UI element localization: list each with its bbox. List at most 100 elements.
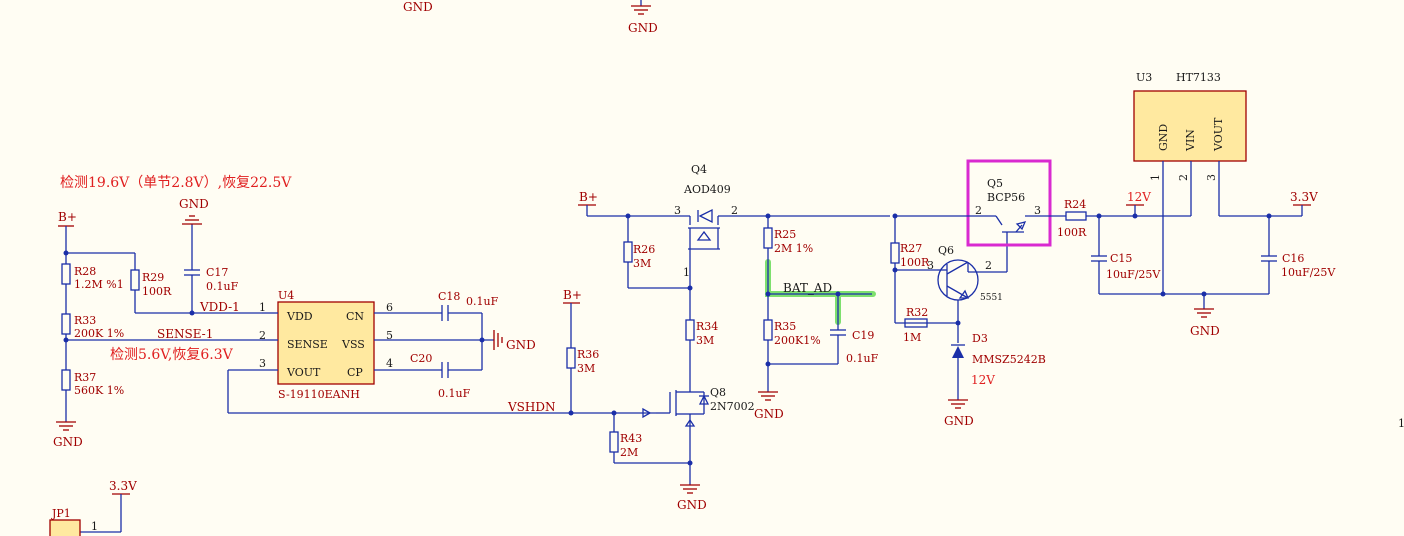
svg-text:0.1uF: 0.1uF <box>438 387 471 400</box>
nmos-q8[interactable]: Q8 2N7002 <box>642 386 755 427</box>
svg-text:SENSE: SENSE <box>287 338 328 351</box>
svg-text:3: 3 <box>674 204 681 217</box>
bplus-q4-port[interactable]: B+ <box>578 190 598 216</box>
svg-text:R43: R43 <box>620 432 642 445</box>
capacitor-c20[interactable]: C20 0.1uF <box>410 352 471 400</box>
v33-top-port[interactable]: 3.3V <box>1290 190 1318 216</box>
annotation-detect-bottom: 检测5.6V,恢复6.3V <box>110 346 234 363</box>
gnd-symbol-d3: GND <box>944 399 974 428</box>
svg-text:D3: D3 <box>972 332 988 345</box>
svg-text:VIN: VIN <box>1184 129 1197 152</box>
gnd-symbol-u3: GND <box>1190 308 1220 338</box>
resistor-r26[interactable]: R26 3M <box>623 241 655 270</box>
svg-text:10uF/25V: 10uF/25V <box>1106 268 1161 281</box>
svg-text:3.3V: 3.3V <box>1290 190 1318 204</box>
svg-text:HT7133: HT7133 <box>1176 71 1221 84</box>
capacitor-c15[interactable]: C15 10uF/25V <box>1091 252 1161 281</box>
ic-u3[interactable]: U3 HT7133 GND VIN VOUT 1 2 3 <box>1133 71 1247 181</box>
resistor-r27[interactable]: R27 100R <box>890 242 930 269</box>
svg-text:0.1uF: 0.1uF <box>466 295 499 308</box>
bplus-r36-port[interactable]: B+ <box>563 288 582 348</box>
svg-text:1: 1 <box>259 301 266 314</box>
svg-text:200K1%: 200K1% <box>774 334 821 347</box>
resistor-r36[interactable]: R36 3M <box>566 347 599 375</box>
svg-text:BCP56: BCP56 <box>987 191 1025 204</box>
svg-text:100R: 100R <box>142 285 172 298</box>
svg-text:GND: GND <box>179 197 209 211</box>
edge-marker: 1 <box>1398 417 1404 430</box>
net-label-vshdn: VSHDN <box>507 400 555 414</box>
svg-text:200K 1%: 200K 1% <box>74 327 124 340</box>
svg-text:2: 2 <box>975 204 982 217</box>
svg-text:3M: 3M <box>633 257 651 270</box>
svg-text:C18: C18 <box>438 290 460 303</box>
resistor-r37[interactable]: R37 560K 1% <box>61 369 124 397</box>
svg-text:R26: R26 <box>633 243 655 256</box>
npn-q5[interactable]: Q5 BCP56 2 3 <box>975 177 1041 242</box>
svg-text:5551: 5551 <box>980 293 1003 303</box>
resistor-r32[interactable]: R32 1M <box>903 306 928 344</box>
zener-d3[interactable]: D3 MMSZ5242B <box>951 332 1046 366</box>
resistor-r35[interactable]: R35 200K1% <box>763 319 821 347</box>
svg-text:3M: 3M <box>696 334 714 347</box>
svg-text:1: 1 <box>91 520 98 533</box>
svg-text:1.2M %1: 1.2M %1 <box>74 278 124 291</box>
svg-text:2: 2 <box>1177 174 1190 181</box>
svg-text:U3: U3 <box>1136 71 1152 84</box>
capacitor-c16[interactable]: C16 10uF/25V <box>1261 252 1336 279</box>
svg-text:Q4: Q4 <box>691 163 707 176</box>
pmos-q4[interactable]: Q4 AOD409 3 2 1 <box>674 163 738 279</box>
svg-text:R27: R27 <box>900 242 922 255</box>
selection-highlight-q5 <box>966 159 1052 247</box>
svg-text:MMSZ5242B: MMSZ5242B <box>972 353 1046 366</box>
gnd-symbol-top-left: GND <box>403 0 433 14</box>
resistor-r29[interactable]: R29 100R <box>130 269 172 298</box>
resistor-r43[interactable]: R43 2M <box>609 431 642 459</box>
svg-text:1: 1 <box>1149 174 1162 181</box>
svg-text:CP: CP <box>347 366 363 379</box>
svg-text:GND: GND <box>53 435 83 449</box>
svg-text:C20: C20 <box>410 352 432 365</box>
svg-text:3M: 3M <box>577 362 595 375</box>
svg-text:12V: 12V <box>1127 190 1151 204</box>
svg-text:2M 1%: 2M 1% <box>774 242 813 255</box>
svg-text:R25: R25 <box>774 228 796 241</box>
resistor-r28[interactable]: R28 1.2M %1 <box>61 263 124 291</box>
bplus-left-port[interactable]: B+ <box>58 210 77 264</box>
capacitor-c19[interactable]: C19 0.1uF <box>830 329 879 365</box>
svg-text:R37: R37 <box>74 371 96 384</box>
resistor-r25[interactable]: R25 2M 1% <box>763 227 813 255</box>
net-label-sense1: SENSE-1 <box>157 327 213 341</box>
svg-text:AOD409: AOD409 <box>683 183 731 196</box>
connector-jp1[interactable]: JP1 1 <box>49 507 98 536</box>
svg-text:JP1: JP1 <box>51 507 71 520</box>
svg-text:3.3V: 3.3V <box>109 479 137 493</box>
svg-text:10uF/25V: 10uF/25V <box>1281 266 1336 279</box>
svg-text:2N7002: 2N7002 <box>710 400 755 413</box>
capacitor-c18[interactable]: C18 0.1uF <box>438 290 499 321</box>
svg-text:0.1uF: 0.1uF <box>846 352 879 365</box>
svg-text:GND: GND <box>677 498 707 512</box>
svg-text:VSS: VSS <box>341 338 365 351</box>
npn-q6[interactable]: Q6 3 2 5551 <box>927 244 1003 303</box>
svg-text:R36: R36 <box>577 348 599 361</box>
ic-u4[interactable]: U4 VDD SENSE VOUT CN VSS CP S-19110EANH … <box>259 289 393 401</box>
resistor-r24[interactable]: R24 100R <box>1057 198 1087 239</box>
svg-text:U4: U4 <box>278 289 294 302</box>
resistor-r33[interactable]: R33 200K 1% <box>61 313 124 340</box>
gnd-symbol-r37: GND <box>53 421 83 449</box>
gnd-label-top-left: GND <box>403 0 433 14</box>
svg-text:0.1uF: 0.1uF <box>206 280 239 293</box>
svg-text:560K 1%: 560K 1% <box>74 384 124 397</box>
gnd-label-top-right: GND <box>628 21 658 35</box>
svg-text:GND: GND <box>754 407 784 421</box>
v33-jp1-port[interactable]: 3.3V <box>109 479 137 532</box>
svg-text:C16: C16 <box>1282 252 1304 265</box>
resistor-r34[interactable]: R34 3M <box>685 319 718 347</box>
svg-text:C15: C15 <box>1110 252 1132 265</box>
gnd-symbol-r35: GND <box>754 391 784 421</box>
svg-text:1M: 1M <box>903 331 921 344</box>
v12-top-port[interactable]: 12V <box>1126 190 1151 216</box>
svg-text:Q8: Q8 <box>710 386 726 399</box>
